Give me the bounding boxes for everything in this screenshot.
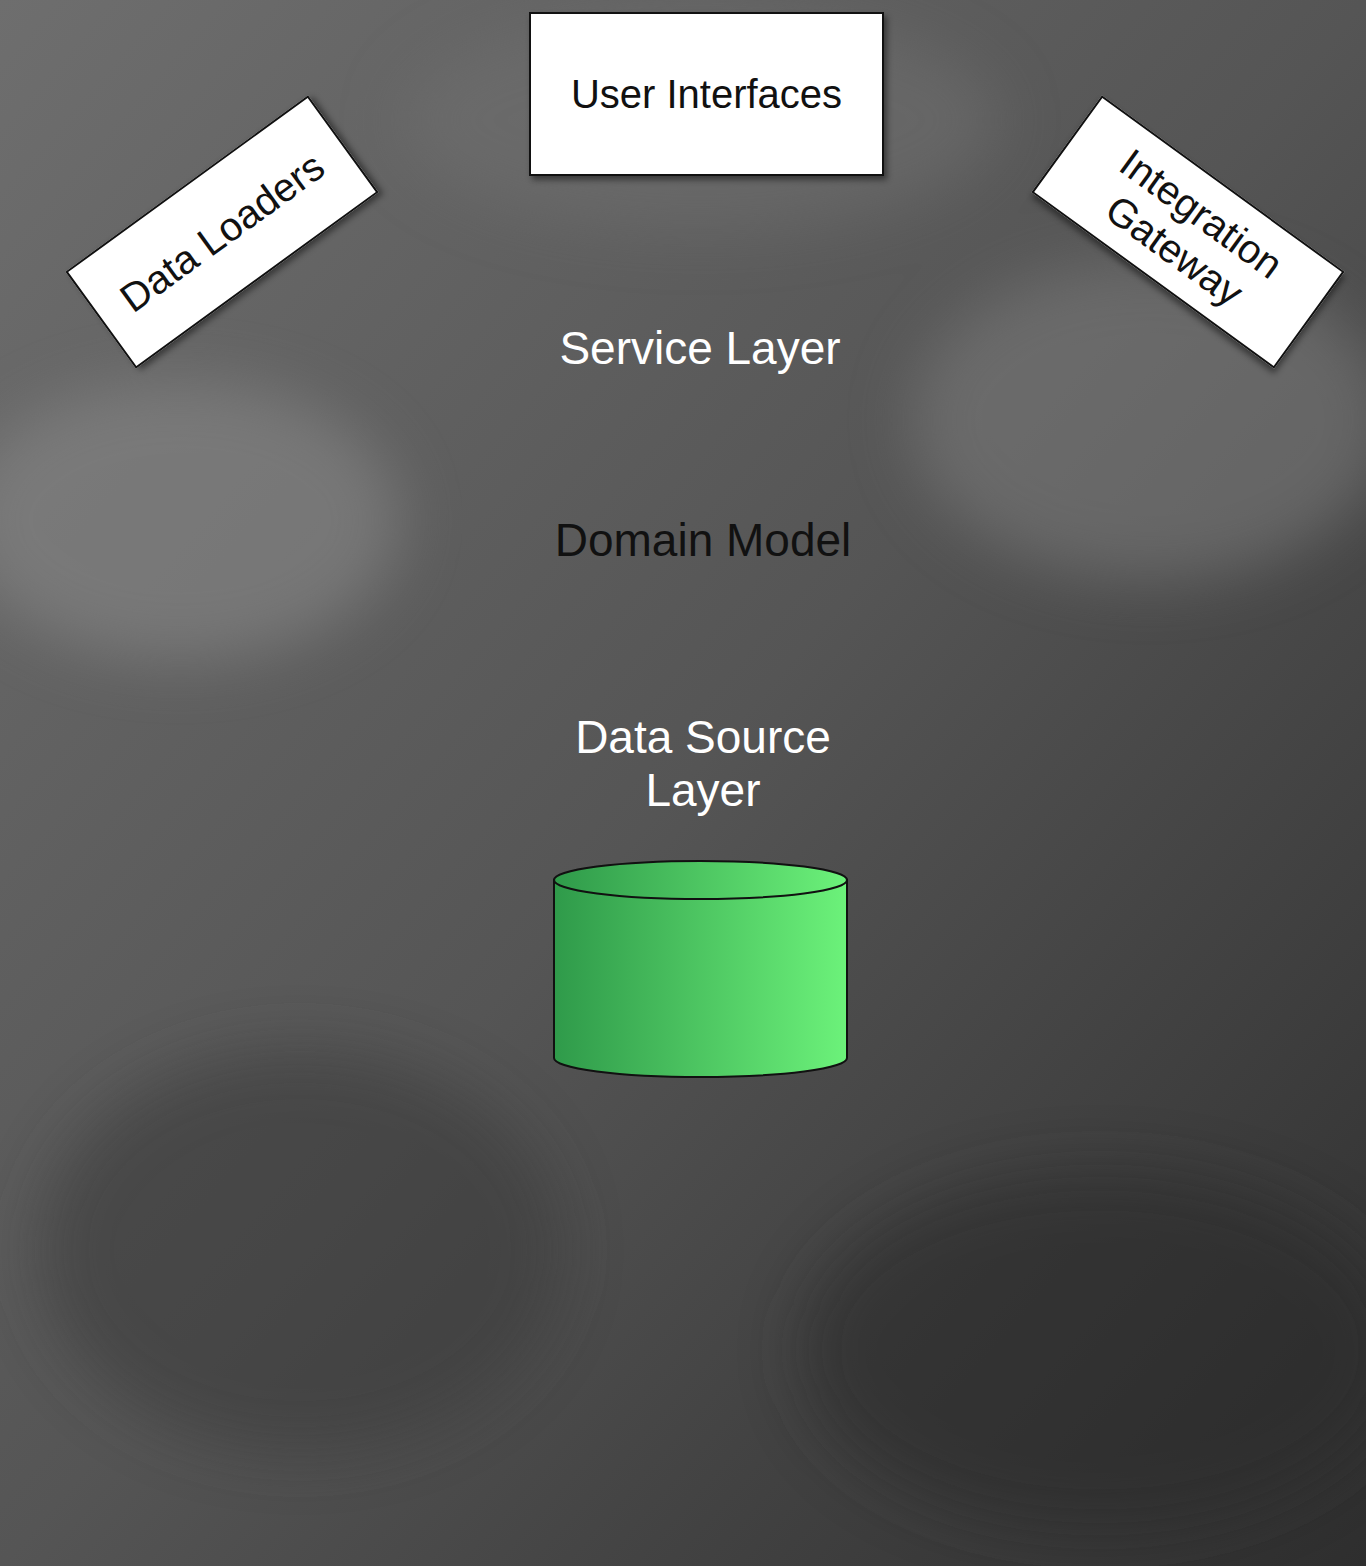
input-box: Data Loaders: [65, 95, 378, 368]
circle-outline: [25, 205, 1366, 1555]
service-ring: Service LayerDomain ModelData Source Lay…: [25, 205, 1366, 1555]
circle-outline: [443, 626, 963, 1146]
database-cylinder: [554, 880, 847, 1077]
node-label: Domain Model: [473, 514, 933, 567]
node-label: Service Layer: [440, 322, 960, 375]
interface-box: User Interfaces: [529, 12, 884, 176]
circle-outline: [248, 431, 1158, 1341]
node-label: Data Loaders: [107, 140, 336, 324]
node-label: User Interfaces: [554, 71, 859, 117]
node-label: Data Source Layer: [543, 711, 863, 817]
data-source-circle: Data Source Layer: [443, 626, 963, 1146]
node-label: Integration Gateway: [1060, 121, 1316, 342]
database-top: [554, 861, 847, 899]
gateway-box: Integration Gateway: [1031, 95, 1344, 368]
domain-ring: Domain ModelData Source Layer: [248, 431, 1158, 1341]
